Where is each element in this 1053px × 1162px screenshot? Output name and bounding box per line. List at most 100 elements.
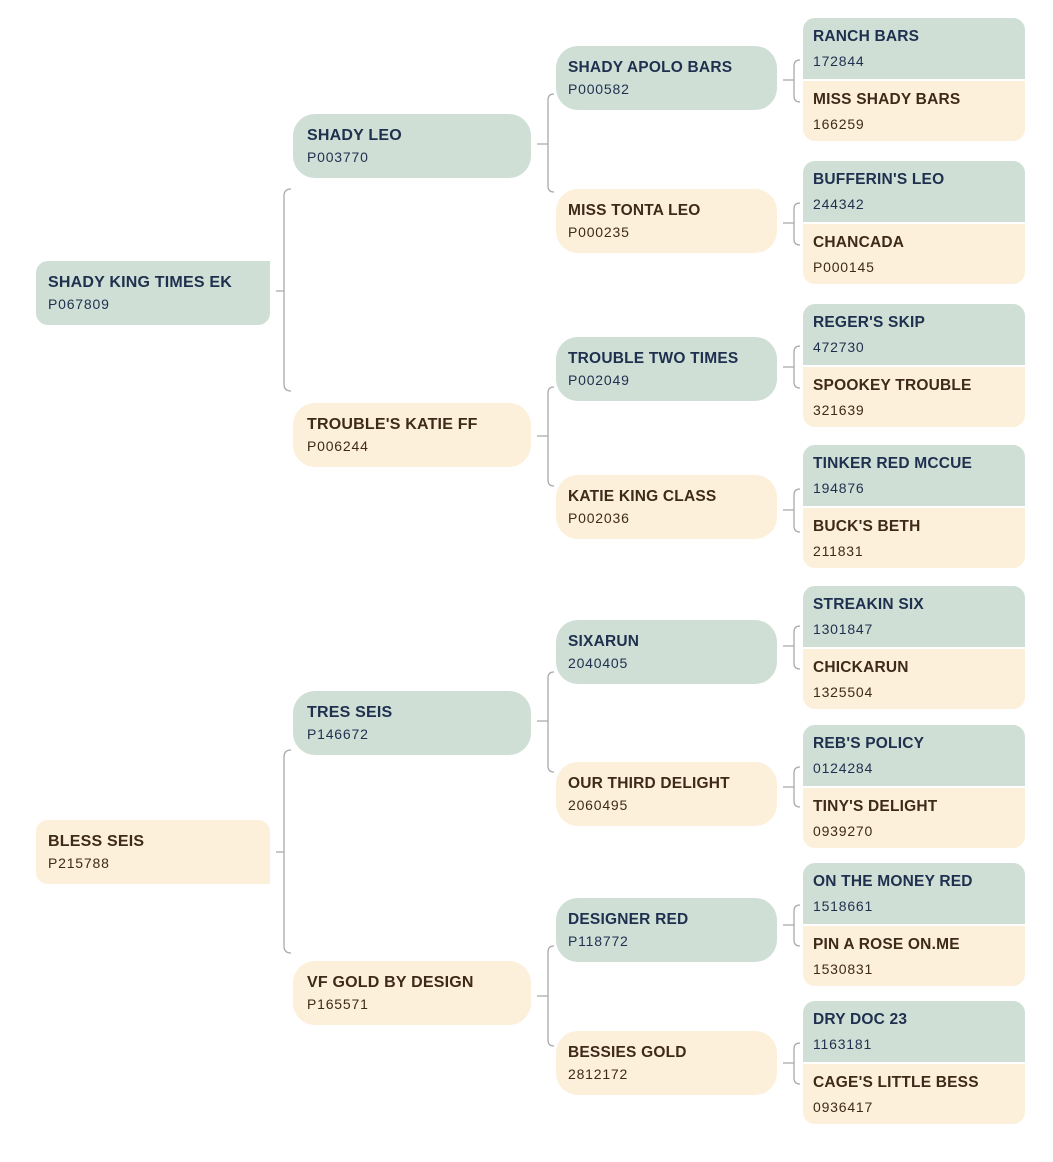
horse-name: REGER'S SKIP: [813, 314, 926, 331]
sire-sire-node: SHADY LEO P003770: [293, 114, 531, 178]
connector-bracket: [783, 202, 801, 246]
horse-name: BUFFERIN'S LEO: [813, 171, 945, 188]
horse-name: MISS TONTA LEO: [568, 202, 701, 219]
ancestor-node: REB'S POLICY 0124284: [803, 725, 1025, 786]
registration-number: 1301847: [813, 621, 874, 637]
horse-name: TRES SEIS: [307, 704, 393, 721]
horse-name: PIN A ROSE ON.ME: [813, 935, 960, 953]
registration-number: 2812172: [568, 1066, 629, 1082]
connector-bracket: [537, 945, 555, 1047]
ancestor-node: STREAKIN SIX 1301847: [803, 586, 1025, 647]
registration-number: P000582: [568, 81, 630, 97]
ancestor-node: TINKER RED MCCUE 194876: [803, 445, 1025, 506]
registration-number: 321639: [813, 401, 865, 418]
ancestor-node: CHICKARUN 1325504: [803, 649, 1025, 709]
connector-bracket: [537, 386, 555, 487]
registration-number: 211831: [813, 542, 864, 559]
horse-name: SPOOKEY TROUBLE: [813, 376, 972, 394]
ancestor-node: KATIE KING CLASS P002036: [556, 475, 777, 539]
ancestor-node: CAGE'S LITTLE BESS 0936417: [803, 1064, 1025, 1124]
ancestor-node: RANCH BARS 172844: [803, 18, 1025, 79]
horse-name: CHICKARUN: [813, 658, 909, 676]
horse-name: TROUBLE'S KATIE FF: [307, 416, 478, 433]
registration-number: 166259: [813, 115, 865, 132]
registration-number: 0939270: [813, 822, 874, 839]
horse-name: RANCH BARS: [813, 28, 920, 45]
ancestor-node: SHADY APOLO BARS P000582: [556, 46, 777, 110]
horse-name: BESSIES GOLD: [568, 1044, 687, 1061]
horse-name: TINKER RED MCCUE: [813, 455, 973, 472]
registration-number: P002049: [568, 372, 630, 388]
registration-number: 1530831: [813, 960, 874, 977]
registration-number: P000235: [568, 224, 630, 240]
horse-name: DRY DOC 23: [813, 1011, 908, 1028]
connector-bracket: [783, 488, 801, 533]
registration-number: 1325504: [813, 683, 874, 700]
horse-name: TINY'S DELIGHT: [813, 797, 938, 815]
registration-number: P006244: [307, 438, 369, 454]
horse-name: SHADY APOLO BARS: [568, 59, 733, 76]
registration-number: P118772: [568, 933, 629, 949]
ancestor-node: BESSIES GOLD 2812172: [556, 1031, 777, 1095]
ancestor-node: TINY'S DELIGHT 0939270: [803, 788, 1025, 848]
registration-number: P003770: [307, 149, 369, 165]
horse-name: VF GOLD BY DESIGN: [307, 974, 474, 991]
connector-bracket: [537, 93, 555, 193]
ancestor-node: REGER'S SKIP 472730: [803, 304, 1025, 365]
horse-name: BLESS SEIS: [48, 833, 145, 850]
horse-name: BUCK'S BETH: [813, 517, 921, 535]
horse-name: ON THE MONEY RED: [813, 873, 973, 890]
registration-number: P067809: [48, 296, 110, 312]
registration-number: P000145: [813, 258, 875, 275]
registration-number: P002036: [568, 510, 630, 526]
ancestor-node: SIXARUN 2040405: [556, 620, 777, 684]
horse-name: OUR THIRD DELIGHT: [568, 775, 730, 792]
registration-number: P146672: [307, 726, 369, 742]
registration-number: 244342: [813, 196, 865, 212]
ancestor-node: PIN A ROSE ON.ME 1530831: [803, 926, 1025, 986]
horse-name: SIXARUN: [568, 633, 640, 650]
connector-bracket: [783, 59, 801, 103]
ancestor-node: MISS SHADY BARS 166259: [803, 81, 1025, 141]
connector-bracket: [276, 188, 292, 392]
horse-name: SHADY LEO: [307, 127, 402, 144]
sire-node: SHADY KING TIMES EK P067809: [36, 261, 270, 325]
registration-number: 2060495: [568, 797, 629, 813]
horse-name: CAGE'S LITTLE BESS: [813, 1073, 979, 1091]
dam-sire-node: TRES SEIS P146672: [293, 691, 531, 755]
registration-number: 0936417: [813, 1098, 874, 1115]
horse-name: MISS SHADY BARS: [813, 90, 961, 108]
connector-bracket: [783, 766, 801, 808]
ancestor-node: TROUBLE TWO TIMES P002049: [556, 337, 777, 401]
horse-name: DESIGNER RED: [568, 911, 689, 928]
ancestor-node: BUCK'S BETH 211831: [803, 508, 1025, 568]
dam-dam-node: VF GOLD BY DESIGN P165571: [293, 961, 531, 1025]
horse-name: SHADY KING TIMES EK: [48, 274, 232, 291]
ancestor-node: DESIGNER RED P118772: [556, 898, 777, 962]
connector-bracket: [783, 904, 801, 947]
horse-name: CHANCADA: [813, 233, 905, 251]
sire-dam-node: TROUBLE'S KATIE FF P006244: [293, 403, 531, 467]
ancestor-node: MISS TONTA LEO P000235: [556, 189, 777, 253]
registration-number: 1163181: [813, 1036, 873, 1052]
registration-number: 472730: [813, 339, 865, 355]
registration-number: P215788: [48, 855, 110, 871]
horse-name: TROUBLE TWO TIMES: [568, 350, 739, 367]
registration-number: 1518661: [813, 898, 874, 914]
registration-number: 2040405: [568, 655, 629, 671]
connector-bracket: [783, 625, 801, 670]
horse-name: STREAKIN SIX: [813, 596, 924, 613]
ancestor-node: ON THE MONEY RED 1518661: [803, 863, 1025, 924]
ancestor-node: SPOOKEY TROUBLE 321639: [803, 367, 1025, 427]
registration-number: 0124284: [813, 760, 874, 776]
ancestor-node: DRY DOC 23 1163181: [803, 1001, 1025, 1062]
connector-bracket: [276, 749, 292, 954]
connector-bracket: [537, 671, 555, 773]
dam-node: BLESS SEIS P215788: [36, 820, 270, 884]
registration-number: 194876: [813, 480, 865, 496]
horse-name: KATIE KING CLASS: [568, 488, 717, 505]
horse-name: REB'S POLICY: [813, 735, 925, 752]
connector-bracket: [783, 345, 801, 389]
ancestor-node: CHANCADA P000145: [803, 224, 1025, 284]
ancestor-node: BUFFERIN'S LEO 244342: [803, 161, 1025, 222]
